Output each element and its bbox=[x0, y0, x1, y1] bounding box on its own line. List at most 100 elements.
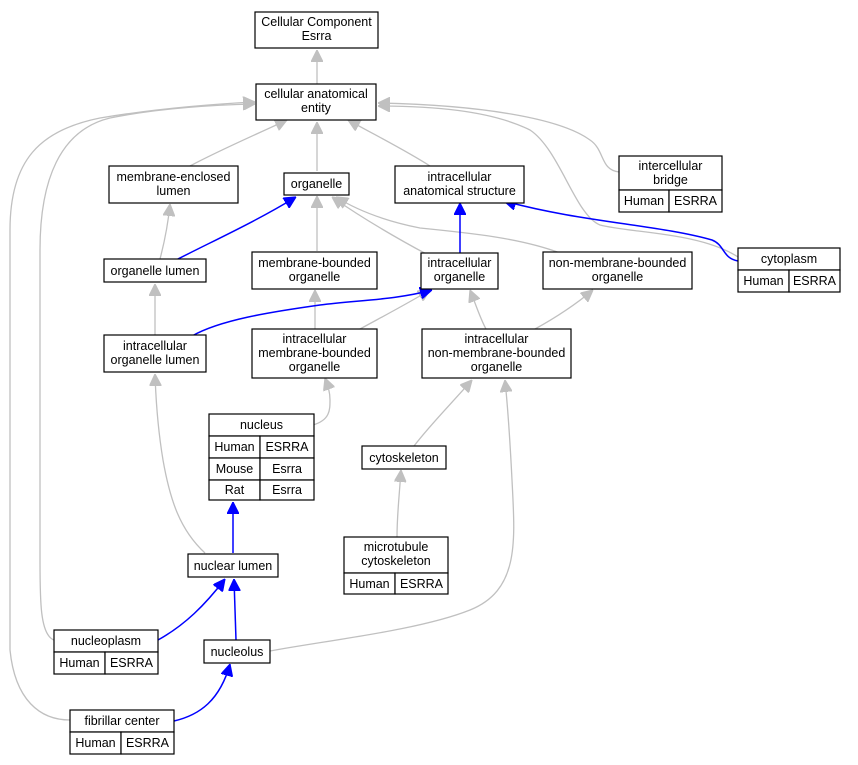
node-label: organelle bbox=[592, 270, 643, 284]
edge-nucleolus-inmbo bbox=[269, 380, 515, 652]
edge-cyt-ias bbox=[504, 201, 739, 262]
node-label: cellular anatomical bbox=[264, 87, 368, 101]
node-membrane-enclosed-lumen[interactable]: membrane-enclosed lumen bbox=[108, 165, 239, 204]
edge-nl-iol bbox=[155, 374, 206, 554]
node-label: cytoskeleton bbox=[369, 451, 439, 465]
node-label: organelle bbox=[289, 360, 340, 374]
annotation-gene-cell bbox=[668, 189, 723, 213]
node-nucleolus[interactable]: nucleolus bbox=[203, 639, 271, 664]
annotation-gene: ESRRA bbox=[265, 440, 309, 454]
node-intracellular-organelle[interactable]: intracellular organelle bbox=[420, 252, 499, 290]
edge-inmbo-io bbox=[470, 290, 487, 330]
edge-nucleolus-nl bbox=[234, 579, 236, 641]
node-label: organelle bbox=[471, 360, 522, 374]
edge-ol-org bbox=[175, 197, 296, 261]
node-label: membrane-bounded bbox=[258, 346, 371, 360]
node-fibrillar-center[interactable]: fibrillar center Human ESRRA bbox=[69, 709, 175, 755]
annotation-species: Mouse bbox=[216, 462, 254, 476]
edge-nmbo-org bbox=[336, 197, 561, 254]
node-label: fibrillar center bbox=[84, 714, 159, 728]
node-label: membrane-enclosed bbox=[117, 170, 231, 184]
node-intracellular-organelle-lumen[interactable]: intracellular organelle lumen bbox=[103, 334, 207, 373]
edge-mel-cae bbox=[189, 120, 287, 167]
annotation-species: Rat bbox=[225, 483, 245, 497]
node-label: organelle lumen bbox=[111, 353, 200, 367]
node-label: nuclear lumen bbox=[194, 559, 273, 573]
node-label: intercellular bbox=[639, 159, 703, 173]
edges-is-a bbox=[9, 50, 739, 721]
node-label: intracellular bbox=[428, 170, 492, 184]
node-nucleoplasm[interactable]: nucleoplasm Human ESRRA bbox=[53, 629, 159, 675]
node-label: bridge bbox=[653, 173, 688, 187]
node-cellular-component[interactable]: Cellular Component Esrra bbox=[254, 11, 379, 49]
annotation-gene: ESRRA bbox=[793, 274, 837, 288]
node-cytoplasm[interactable]: cytoplasm Human ESRRA bbox=[737, 247, 841, 293]
annotation-gene: Esrra bbox=[272, 462, 302, 476]
node-label: anatomical structure bbox=[403, 184, 516, 198]
node-intercellular-bridge[interactable]: intercellular bridge Human ESRRA bbox=[618, 155, 723, 213]
node-label: non-membrane-bounded bbox=[549, 256, 687, 270]
edge-ias-cae bbox=[348, 120, 431, 167]
node-intracellular-non-membrane-bounded-organelle[interactable]: intracellular non-membrane-bounded organ… bbox=[421, 328, 572, 379]
edge-cyt-cae bbox=[378, 106, 739, 258]
annotation-gene: ESRRA bbox=[400, 577, 444, 591]
node-nuclear-lumen[interactable]: nuclear lumen bbox=[187, 553, 279, 578]
node-non-membrane-bounded-organelle[interactable]: non-membrane-bounded organelle bbox=[542, 251, 693, 290]
node-label: cytoplasm bbox=[761, 252, 817, 266]
annotation-gene-cell bbox=[104, 651, 159, 675]
node-organelle-lumen[interactable]: organelle lumen bbox=[103, 258, 207, 283]
edge-np-nl bbox=[157, 579, 225, 641]
annotation-gene-cell bbox=[120, 731, 175, 755]
edge-mtc-cytosk bbox=[397, 470, 401, 538]
node-label: Esrra bbox=[302, 29, 332, 43]
node-label: non-membrane-bounded bbox=[428, 346, 566, 360]
edge-ib-cae bbox=[378, 103, 620, 173]
node-label: nucleus bbox=[240, 418, 283, 432]
annotation-gene-cell bbox=[394, 572, 449, 595]
node-label: intracellular bbox=[465, 332, 529, 346]
node-label: Cellular Component bbox=[261, 15, 372, 29]
edge-fc-nucleolus bbox=[173, 664, 230, 722]
node-intracellular-membrane-bounded-organelle[interactable]: intracellular membrane-bounded organelle bbox=[251, 328, 378, 379]
node-label: nucleolus bbox=[211, 645, 264, 659]
node-label: entity bbox=[301, 101, 332, 115]
annotation-gene: Esrra bbox=[272, 483, 302, 497]
node-label: organelle bbox=[291, 177, 342, 191]
node-label: lumen bbox=[156, 184, 190, 198]
annotation-gene: ESRRA bbox=[674, 194, 718, 208]
edges-part-of bbox=[157, 197, 739, 722]
annotation-gene: ESRRA bbox=[110, 656, 154, 670]
annotation-gene: ESRRA bbox=[126, 736, 170, 750]
node-cytoskeleton[interactable]: cytoskeleton bbox=[361, 445, 447, 470]
annotation-species: Human bbox=[349, 577, 389, 591]
annotation-species: Human bbox=[214, 440, 254, 454]
annotation-species: Human bbox=[743, 274, 783, 288]
node-membrane-bounded-organelle[interactable]: membrane-bounded organelle bbox=[251, 251, 378, 290]
node-label: microtubule bbox=[364, 540, 429, 554]
node-label: organelle lumen bbox=[111, 264, 200, 278]
annotation-gene-cell bbox=[259, 479, 315, 501]
node-cellular-anatomical-entity[interactable]: cellular anatomical entity bbox=[255, 83, 377, 121]
node-label: nucleoplasm bbox=[71, 634, 141, 648]
annotation-species: Human bbox=[59, 656, 99, 670]
node-label: organelle bbox=[434, 270, 485, 284]
node-intracellular-anatomical-structure[interactable]: intracellular anatomical structure bbox=[394, 165, 525, 204]
node-microtubule-cytoskeleton[interactable]: microtubule cytoskeleton Human ESRRA bbox=[343, 536, 449, 595]
node-label: cytoskeleton bbox=[361, 554, 431, 568]
edge-cytosk-inmbo bbox=[413, 380, 472, 447]
edge-imbo-io bbox=[359, 290, 430, 330]
edge-iol-io bbox=[191, 290, 432, 337]
node-label: intracellular bbox=[428, 256, 492, 270]
node-label: intracellular bbox=[283, 332, 347, 346]
node-label: intracellular bbox=[123, 339, 187, 353]
node-nucleus[interactable]: nucleus Human ESRRA Mouse Esrra Rat Esrr… bbox=[208, 413, 315, 501]
annotation-species: Human bbox=[75, 736, 115, 750]
node-organelle[interactable]: organelle bbox=[283, 172, 350, 196]
edge-inmbo-nmbo bbox=[534, 290, 593, 330]
node-label: organelle bbox=[289, 270, 340, 284]
edge-nuc-imbo bbox=[312, 378, 330, 426]
annotation-species: Human bbox=[624, 194, 664, 208]
annotation-gene-cell bbox=[788, 269, 841, 293]
edge-fc-cae bbox=[9, 102, 255, 721]
